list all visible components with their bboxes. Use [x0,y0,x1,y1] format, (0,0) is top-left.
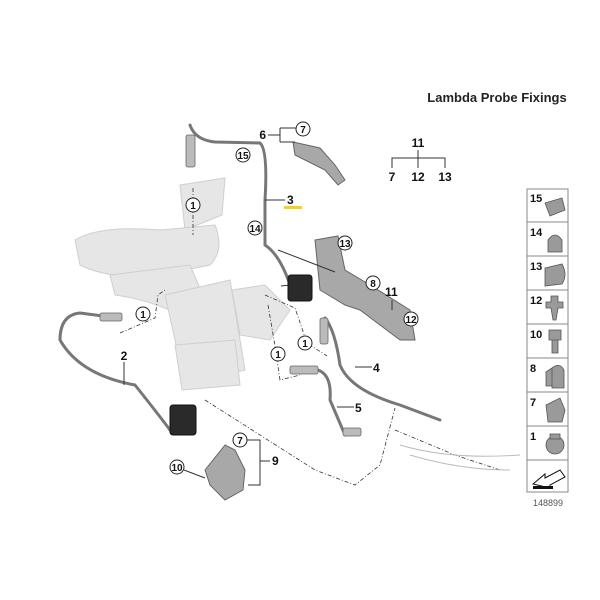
svg-text:8: 8 [530,363,536,375]
svg-text:7: 7 [237,436,243,447]
svg-text:6: 6 [259,128,266,142]
legend-item-15: 15 [526,188,569,223]
callout-9: 9 [247,439,279,486]
bracket-9 [204,444,246,501]
right-sensor-icon [319,317,329,345]
svg-text:12: 12 [405,315,417,326]
svg-text:1: 1 [302,339,308,350]
svg-text:15: 15 [237,151,249,162]
callout-8: 8 [365,275,381,291]
svg-text:13: 13 [530,261,542,273]
legend-item-1: 1 [526,425,569,461]
svg-text:8: 8 [370,279,376,290]
svg-text:13: 13 [339,239,351,250]
svg-text:1: 1 [275,350,281,361]
callout-1-a: 1 [185,197,201,213]
svg-text:12: 12 [411,170,425,184]
connector-plug-icon [287,274,313,302]
callout-1-c: 1 [297,335,313,351]
callouts: 15 6 7 3 14 13 8 11 12 1 1 1 1 2 4 5 7 9… [121,121,419,486]
svg-text:12: 12 [530,295,542,307]
svg-text:5: 5 [355,401,362,415]
svg-text:1: 1 [530,431,536,443]
legend-item-12: 12 [526,289,569,325]
legend-item-10: 10 [526,323,569,359]
lambda-sensors [99,134,362,437]
callout-7-bottom: 7 [232,432,248,448]
svg-text:2: 2 [121,349,128,363]
svg-text:14: 14 [249,224,261,235]
svg-text:4: 4 [373,361,380,375]
svg-text:10: 10 [530,329,542,341]
svg-text:15: 15 [530,193,542,205]
svg-text:9: 9 [272,454,279,468]
svg-text:1: 1 [140,310,146,321]
callout-14: 14 [247,220,263,236]
svg-text:14: 14 [530,227,543,239]
svg-text:1: 1 [190,201,196,212]
bracket-6 [292,141,346,186]
callout-1-d: 1 [270,346,286,362]
callout-2: 2 [121,349,128,385]
legend-item-arrow [526,459,569,493]
svg-text:7: 7 [300,125,306,136]
callout-4: 4 [355,361,380,375]
legend-item-14: 14 [526,221,569,257]
svg-text:11: 11 [412,136,425,150]
callout-15: 15 [235,147,251,163]
callout-3: 3 [265,193,302,209]
callout-12: 12 [403,311,419,327]
parts-legend: 15 14 13 12 10 8 7 1 [526,188,569,493]
callout-6: 6 [259,127,296,143]
callout-7-top: 7 [295,121,311,137]
highlight-marker [284,206,302,209]
upper-sensor-icon [185,134,196,168]
callout-13: 13 [277,235,353,273]
clip-15-icon [544,197,566,217]
assembly-tree: 11 7 12 13 [389,136,452,184]
svg-text:13: 13 [438,170,452,184]
cable-holder-icon [547,234,563,253]
legend-item-7: 7 [526,391,569,427]
spring-nut-icon [545,397,566,423]
svg-text:10: 10 [171,463,183,474]
svg-text:11: 11 [385,285,398,299]
bracket-11 [314,235,416,341]
left-sensor-icon [99,312,123,322]
svg-text:7: 7 [389,170,396,184]
lower-sensor-icon [342,427,362,437]
svg-text:7: 7 [530,397,536,409]
callout-10: 10 [169,459,206,479]
lambda-probe-cables [58,123,521,471]
expanding-rivet-icon [545,295,564,321]
legend-item-8: 8 [526,357,569,393]
middle-sensor-icon [289,365,319,375]
callout-5: 5 [337,401,362,415]
cable-clip-icon [544,263,566,287]
connector-plug-icon [169,404,197,436]
legend-item-13: 13 [526,255,569,291]
callout-11: 11 [385,285,398,310]
svg-text:3: 3 [287,193,294,207]
hex-bolt-icon [548,329,562,354]
bracket-clip-icon [545,365,565,389]
catalog-number: 148899 [533,498,563,508]
diagram-title: Lambda Probe Fixings [427,90,566,105]
callout-1-b: 1 [135,306,151,322]
exhaust-manifold-ghost [74,177,291,391]
